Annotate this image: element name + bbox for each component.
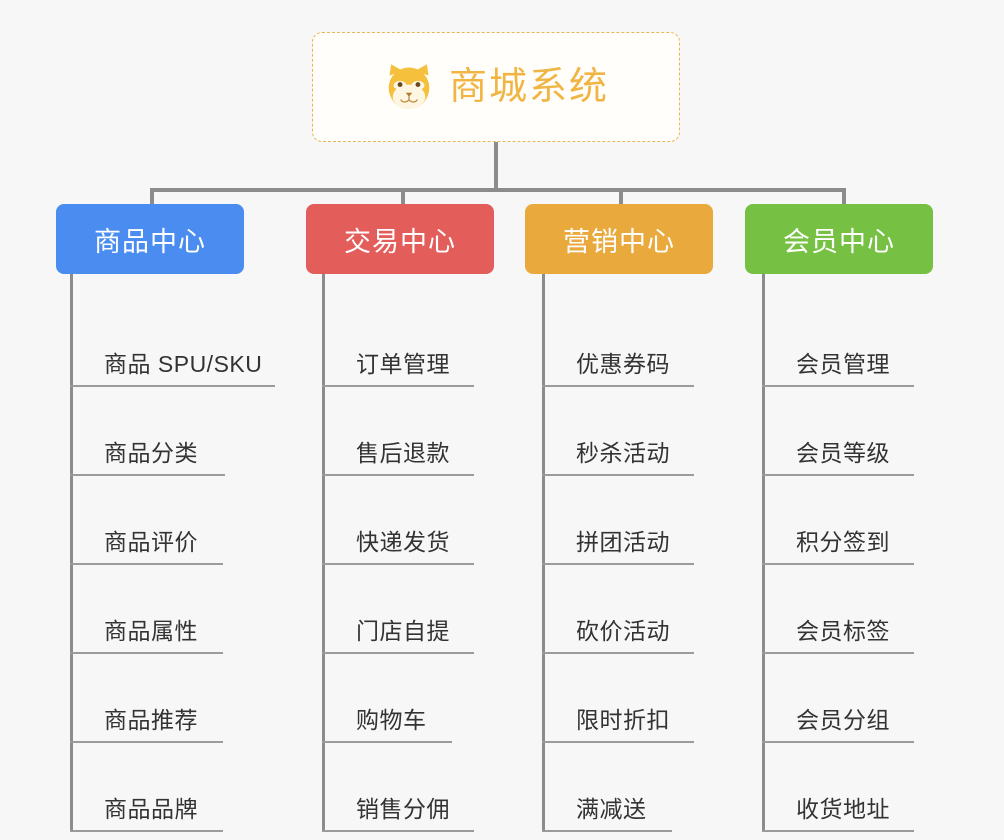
connector-drop-3 — [619, 188, 623, 206]
leaf-item-label: 订单管理 — [356, 351, 450, 377]
leaf-item-underline — [70, 563, 223, 565]
leaf-item-label: 商品 SPU/SKU — [104, 351, 263, 377]
leaf-item-label: 购物车 — [356, 707, 427, 733]
leaf-item-label: 商品属性 — [104, 618, 198, 644]
category-header-label: 商品中心 — [94, 226, 206, 257]
leaf-item-underline — [322, 652, 474, 654]
leaf-item-label: 限时折扣 — [576, 707, 670, 733]
leaf-item-label: 会员等级 — [796, 440, 890, 466]
leaf-item-underline — [542, 652, 694, 654]
dog-face-icon — [383, 61, 435, 113]
connector-bus — [150, 188, 846, 192]
leaf-item-label: 商品品牌 — [104, 796, 198, 822]
leaf-item-label: 门店自提 — [356, 618, 450, 644]
category-header-label: 交易中心 — [344, 226, 456, 257]
leaf-item-label: 收货地址 — [796, 796, 890, 822]
leaf-item-underline — [70, 652, 223, 654]
column-trunk-1 — [70, 274, 73, 832]
leaf-item-underline — [542, 563, 694, 565]
column-trunk-2 — [322, 274, 325, 832]
leaf-item-underline — [322, 385, 474, 387]
category-header-2[interactable]: 交易中心 — [306, 204, 494, 274]
column-trunk-4 — [762, 274, 765, 832]
leaf-item-underline — [70, 385, 275, 387]
leaf-item-underline — [322, 830, 474, 832]
leaf-item-underline — [542, 385, 694, 387]
root-node[interactable]: 商城系统 — [312, 32, 680, 142]
leaf-item-underline — [70, 474, 225, 476]
leaf-item-label: 售后退款 — [356, 440, 450, 466]
leaf-item-label: 快递发货 — [356, 529, 450, 555]
leaf-item-label: 优惠券码 — [576, 351, 670, 377]
leaf-item-underline — [322, 563, 474, 565]
category-header-label: 营销中心 — [563, 226, 675, 257]
leaf-item-label: 会员管理 — [796, 351, 890, 377]
leaf-item-underline — [322, 474, 474, 476]
leaf-item-label: 商品分类 — [104, 440, 198, 466]
leaf-item-underline — [70, 741, 223, 743]
connector-drop-2 — [401, 188, 405, 206]
leaf-item-underline — [762, 385, 914, 387]
leaf-item-label: 拼团活动 — [576, 529, 670, 555]
leaf-item-underline — [762, 830, 914, 832]
leaf-item-underline — [762, 741, 914, 743]
connector-root-stub — [494, 142, 498, 192]
column-trunk-3 — [542, 274, 545, 832]
leaf-item-label: 销售分佣 — [356, 796, 450, 822]
root-title: 商城系统 — [448, 66, 609, 108]
category-header-3[interactable]: 营销中心 — [525, 204, 713, 274]
leaf-item-underline — [762, 474, 914, 476]
category-header-4[interactable]: 会员中心 — [745, 204, 933, 274]
leaf-item-underline — [322, 741, 452, 743]
leaf-item-underline — [542, 741, 694, 743]
leaf-item-label: 会员标签 — [796, 618, 890, 644]
connector-drop-4 — [842, 188, 846, 206]
leaf-item-underline — [762, 563, 914, 565]
leaf-item-label: 满减送 — [576, 796, 647, 822]
category-header-1[interactable]: 商品中心 — [56, 204, 244, 274]
leaf-item-underline — [70, 830, 223, 832]
leaf-item-underline — [762, 652, 914, 654]
leaf-item-label: 商品评价 — [104, 529, 198, 555]
leaf-item-underline — [542, 830, 672, 832]
leaf-item-label: 商品推荐 — [104, 707, 198, 733]
leaf-item-label: 积分签到 — [796, 529, 890, 555]
category-header-label: 会员中心 — [783, 226, 895, 257]
leaf-item-underline — [542, 474, 694, 476]
leaf-item-label: 秒杀活动 — [576, 440, 670, 466]
leaf-item-label: 会员分组 — [796, 707, 890, 733]
connector-drop-1 — [150, 188, 154, 206]
leaf-item-label: 砍价活动 — [576, 618, 670, 644]
